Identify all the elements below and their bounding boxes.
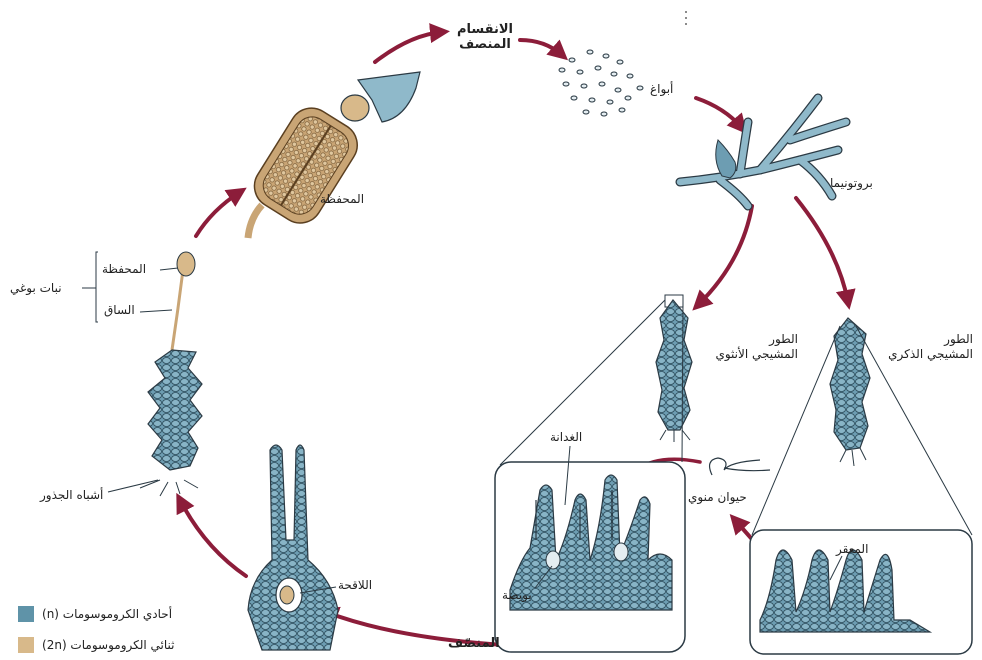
capsule-small-label: المحفظة <box>102 262 146 277</box>
female-label-line2: المشيجي الأنثوي <box>698 347 798 362</box>
spores-cluster <box>559 50 643 116</box>
sporophyte-plant-icon <box>82 252 202 496</box>
stalk-label: الساق <box>104 303 135 318</box>
antheridium-label: المعقر <box>836 542 868 557</box>
female-label-line1: الطور <box>698 332 798 347</box>
female-gametophyte-label: الطور المشيجي الأنثوي <box>698 332 798 362</box>
sperm-label: حيوان منوي <box>688 490 747 505</box>
opened-capsule-icon <box>341 72 420 122</box>
capsule-label: المحفظة <box>320 192 364 207</box>
arrow-zygote-to-rhizoids <box>180 500 246 576</box>
legend-diploid-swatch <box>18 637 34 653</box>
meiosis-label-line1: الانقسام <box>450 22 520 37</box>
legend-haploid: أحادي الكروموسومات (n) <box>18 606 172 622</box>
zygote-label: اللاقحة <box>338 578 372 593</box>
sporophyte-label: نبات بوغي <box>10 281 62 296</box>
arrow-spores-to-protonema <box>696 98 742 128</box>
fertilization-label: المنصّف <box>448 636 500 651</box>
rhizoids-label: أشباه الجذور <box>40 488 103 503</box>
male-gametophyte-label: الطور المشيجي الذكري <box>868 332 973 362</box>
archegonium-inset <box>495 446 685 652</box>
protonema-icon <box>680 98 846 206</box>
egg-label: بويضة <box>502 588 532 603</box>
spores-label: أبواغ <box>650 82 673 97</box>
meiosis-label-line2: المنصف <box>450 37 520 52</box>
archegonium-label: الغدانة <box>550 430 582 445</box>
protonema-label: بروتونيما <box>830 176 873 191</box>
arrow-capsule-to-meiosis <box>375 32 442 62</box>
dots-decoration <box>685 11 687 25</box>
arrow-protonema-to-male <box>796 198 848 302</box>
sperm-icon <box>710 458 770 475</box>
zygote-icon <box>248 445 338 650</box>
male-label-line2: المشيجي الذكري <box>868 347 973 362</box>
legend-haploid-text: أحادي الكروموسومات (n) <box>42 607 172 621</box>
female-gametophyte-icon <box>500 295 692 465</box>
male-label-line1: الطور <box>868 332 973 347</box>
arrow-protonema-to-female <box>698 206 752 305</box>
legend-diploid-text: ثنائي الكروموسومات (2n) <box>42 638 175 652</box>
arrow-sporophyte-to-capsule <box>196 192 240 236</box>
arrow-meiosis-to-spores <box>520 40 562 55</box>
meiosis-label: الانقسام المنصف <box>450 22 520 52</box>
legend-haploid-swatch <box>18 606 34 622</box>
legend-diploid: ثنائي الكروموسومات (2n) <box>18 637 175 653</box>
capsule-icon <box>246 100 365 238</box>
